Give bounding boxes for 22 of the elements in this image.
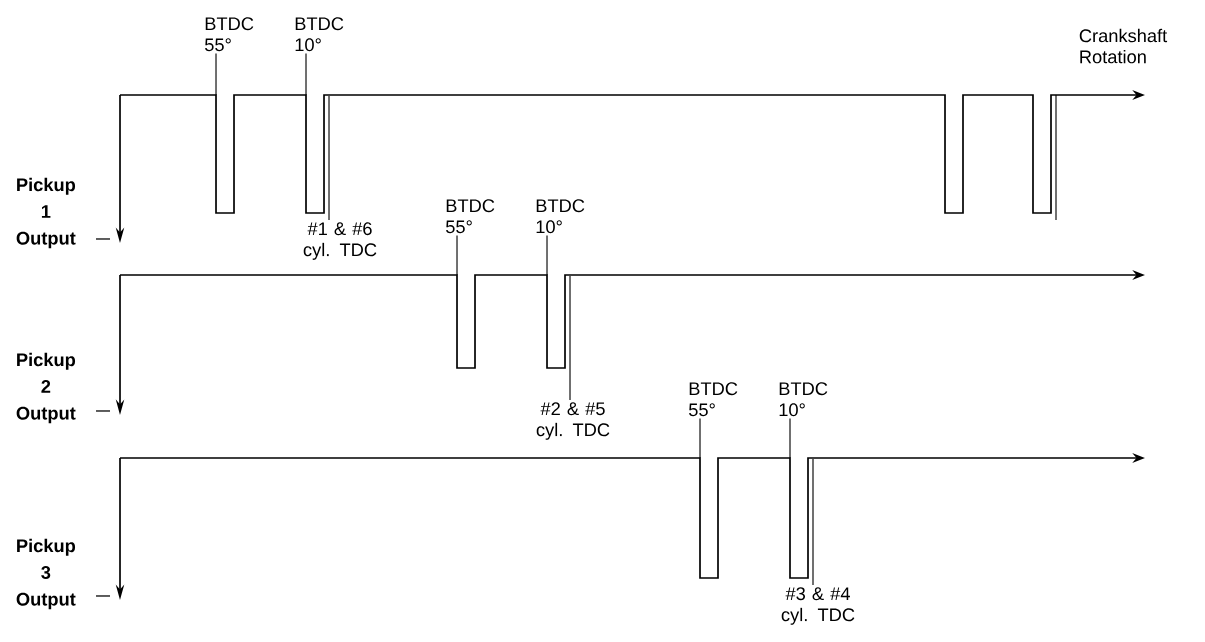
angle-label: BTDC 10° [779, 382, 828, 417]
leader-line [328, 95, 330, 221]
tdc-label: #3 & #4 cyl. TDC [781, 587, 855, 625]
leader-line [546, 234, 548, 276]
leader-line [456, 234, 458, 276]
leader-line [699, 417, 701, 459]
axis-label: Pickup 2 Output [16, 352, 76, 424]
angle-label: BTDC 55° [446, 199, 495, 234]
leader-line [569, 275, 571, 401]
axis-label: Crankshaft Rotation [1079, 28, 1168, 64]
leader-line [812, 458, 814, 586]
angle-label: BTDC 10° [295, 17, 344, 52]
angle-label: BTDC 10° [536, 199, 585, 234]
axis-label: Pickup 1 Output [16, 177, 76, 249]
leader-line [305, 52, 307, 96]
tdc-label: #1 & #6 cyl. TDC [303, 222, 377, 260]
angle-label: BTDC 55° [689, 382, 738, 417]
angle-label: BTDC 55° [205, 17, 254, 52]
leader-line [215, 52, 217, 96]
leader-line [789, 417, 791, 459]
tdc-label: #2 & #5 cyl. TDC [536, 402, 610, 440]
axis-label: Pickup 3 Output [16, 538, 76, 610]
